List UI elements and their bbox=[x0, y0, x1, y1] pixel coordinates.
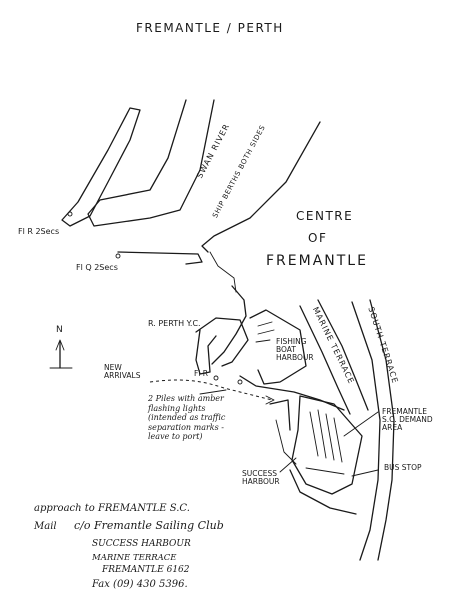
pointer-lines bbox=[279, 411, 379, 477]
fremantle-sc-label: FREMANTLE S.C. DEMAND AREA bbox=[382, 408, 444, 432]
north-mole bbox=[61, 99, 215, 227]
fishing-boat-harbour bbox=[239, 309, 345, 411]
fishing-boat-harbour-label: FISHING BOAT HARBOUR bbox=[276, 338, 316, 362]
success-harbour-label: SUCCESS HARBOUR bbox=[242, 470, 288, 486]
success-harbour-text: SUCCESS HARBOUR bbox=[242, 469, 280, 486]
bus-stop-label: BUS STOP bbox=[384, 463, 422, 472]
fl-r-short-label: Fl R bbox=[194, 369, 208, 378]
new-arrivals-label: NEW ARRIVALS bbox=[104, 364, 152, 380]
central-jetty bbox=[115, 251, 203, 265]
fax-line: Fax (09) 430 5396. bbox=[92, 579, 188, 590]
fremantle-sc-text: FREMANTLE S.C. DEMAND AREA bbox=[382, 407, 433, 432]
piles-note: 2 Piles with amber flashing lights (inte… bbox=[148, 394, 240, 442]
mail-label: Mail bbox=[34, 521, 57, 532]
arrival-route bbox=[149, 375, 275, 405]
light-fl-q-label: Fl Q 2Secs bbox=[76, 263, 118, 272]
south-terrace-road bbox=[351, 299, 395, 561]
piles-note-text: 2 Piles with amber flashing lights (inte… bbox=[148, 394, 226, 442]
south-shoreline bbox=[195, 285, 249, 375]
centre-label-line1: CENTRE bbox=[296, 209, 354, 223]
mail-line2: SUCCESS HARBOUR bbox=[92, 539, 191, 549]
north-label: N bbox=[56, 325, 63, 335]
river-bank-east bbox=[201, 121, 321, 293]
map-title: FREMANTLE / PERTH bbox=[136, 21, 284, 35]
royal-perth-yc-label: R. PERTH Y.C. bbox=[148, 319, 201, 328]
centre-label-line3: FREMANTLE bbox=[266, 253, 368, 269]
mail-line3: MARINE TERRACE bbox=[92, 553, 177, 563]
fishing-boat-harbour-text: FISHING BOAT HARBOUR bbox=[276, 337, 314, 362]
light-fl-r-label: Fl R 2Secs bbox=[18, 227, 60, 236]
success-harbour bbox=[269, 395, 363, 515]
mail-line4: FREMANTLE 6162 bbox=[102, 565, 190, 575]
marine-terrace-road bbox=[299, 299, 369, 415]
mail-line1: c/o Fremantle Sailing Club bbox=[74, 519, 224, 532]
approach-line: approach to FREMANTLE S.C. bbox=[34, 503, 190, 514]
new-arrivals-text: NEW ARRIVALS bbox=[104, 363, 141, 380]
north-arrow bbox=[49, 339, 73, 369]
centre-label-line2: OF bbox=[308, 231, 328, 245]
